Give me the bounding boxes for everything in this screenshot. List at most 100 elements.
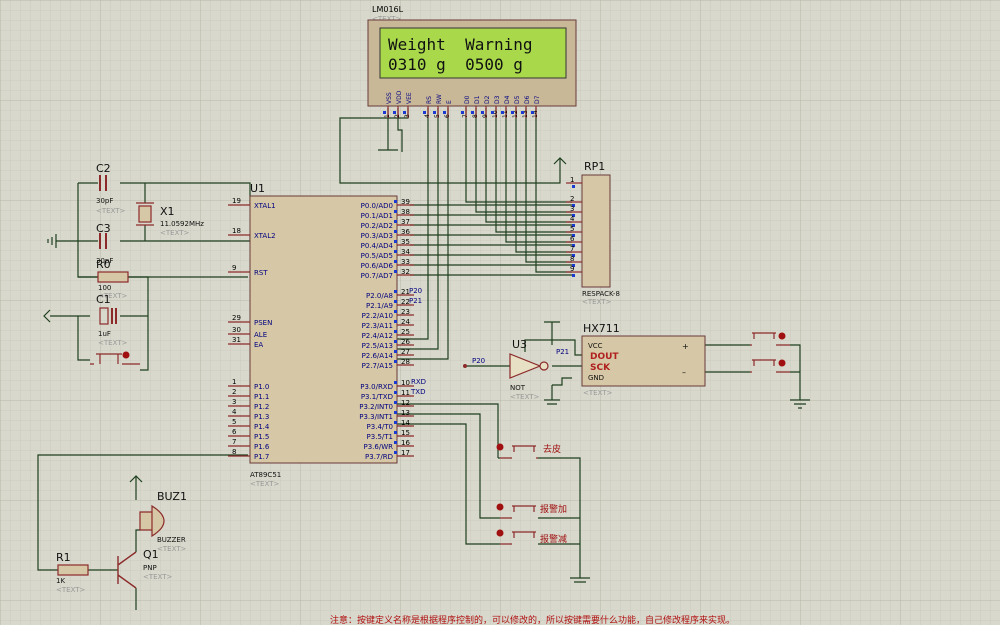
pin-marker [521,111,524,114]
crystal-plates [136,202,154,226]
mcu-pin-name: P1.7 [254,453,269,461]
mcu-pin-name: P2.4/A12 [362,332,393,340]
pin-marker [572,244,575,247]
junction-dot [463,364,467,368]
alarm-add-button[interactable]: 报警加 [496,503,568,519]
c1-ref: C1 [96,293,111,306]
lcd-pin-label: D7 [534,95,541,104]
c1-value: 1uF [98,330,111,338]
q1-ref: Q1 [143,548,159,561]
lcd-pin-label: RW [436,94,443,104]
lcd-pin-number: 5 [434,114,441,118]
alarm-add-knob[interactable] [496,503,504,511]
mcu-pin-number: 18 [232,227,241,235]
mcu-pin-name: P2.2/A10 [362,312,393,320]
pin-marker [572,254,575,257]
lcd-line2: 0310 g 0500 g [388,55,523,74]
pin-marker [491,111,494,114]
lcd-pin-number: 9 [482,114,489,118]
alarm-sub-button[interactable]: 报警减 [496,529,568,546]
hx711-module: HX711 VCC DOUT SCK GND + – <TEXT> [581,322,706,397]
lcd-pin-label: D3 [494,95,501,104]
pin-marker [394,350,397,353]
mcu-pin-name: P1.0 [254,383,269,391]
mcu-pin-name: RST [254,269,268,277]
resistor-r0 [97,271,129,283]
pin-marker [394,300,397,303]
mcu-left-pins: 19XTAL118XTAL29RST29PSEN30ALE31EA1P1.02P… [228,197,276,461]
mcu-pin-name: P0.4/AD4 [361,242,394,250]
buttons: 去皮 报警加 报警减 [496,332,790,546]
lcd-pin-number: 12 [512,110,519,118]
mcu-pin-name: P1.3 [254,413,269,421]
reset-button-knob [122,351,130,359]
r0-value: 100 [98,284,111,292]
q1-part: PNP [143,564,157,572]
pin-marker [572,204,575,207]
pin-marker [572,274,575,277]
mcu-pin-name: P3.6/WR [364,443,394,451]
hx711-minus-button[interactable] [750,359,790,373]
c2-text-tag: <TEXT> [96,207,126,215]
pin-marker [394,340,397,343]
mcu-pin-name: P3.5/T1 [367,433,393,441]
x1-text-tag: <TEXT> [160,229,190,237]
u3-text-tag: <TEXT> [510,393,540,401]
lcd-pin-number: 13 [522,110,529,118]
mcu-pin-number: 26 [401,338,410,346]
not-gate-bubble [539,361,549,371]
pin-marker [394,230,397,233]
hx711-minus: – [682,368,686,377]
transistor-q1 [117,551,137,589]
hx711-plus-button[interactable] [750,332,790,346]
tare-button-knob[interactable] [496,443,504,451]
r1-text-tag: <TEXT> [56,586,86,594]
pin-marker [572,234,575,237]
mcu-pin-number: 3 [232,398,236,406]
pin-marker [423,111,426,114]
not-gate-u3: U3 NOT <TEXT> P20 P21 [463,338,569,401]
lcd-pin-number: 2 [394,114,401,118]
ground-symbol-crystal [47,234,57,248]
net-label-rxd: RXD [411,378,426,386]
mcu-pin-number: 27 [401,348,410,356]
mcu-pin-name: P2.5/A13 [362,342,393,350]
c1-text-tag: <TEXT> [98,339,128,347]
capacitor-c1 [99,307,109,325]
pin-marker [394,290,397,293]
mcu-pin-number: 4 [232,408,237,416]
alarm-add-label: 报警加 [540,503,567,515]
rp1-pin-number: 4 [570,215,575,223]
buzzer-body [139,504,165,538]
mcu-pin-name: P3.2/INT0 [359,403,393,411]
alarm-sub-knob[interactable] [496,529,504,537]
tare-button[interactable]: 去皮 [496,443,562,459]
c2-value: 30pF [96,197,113,205]
lcd-pin-number: 14 [532,110,539,118]
net-label-txd: TXD [410,388,425,396]
mcu-pin-name: ALE [254,331,267,339]
mcu-pin-name: P2.0/A8 [366,292,393,300]
lcd-pin-number: 7 [462,114,469,118]
mcu-pin-name: P1.6 [254,443,270,451]
vcc-arrow-buzzer [129,475,143,488]
mcu-pin-name: P3.3/INT1 [359,413,393,421]
mcu-pin-number: 10 [401,379,410,387]
crystal-x1 [138,205,152,223]
mcu-pin-number: 14 [401,419,410,427]
mcu-pin-name: P1.5 [254,433,269,441]
mcu-pin-name: P0.5/AD5 [361,252,393,260]
mcu-pin-number: 7 [232,438,236,446]
mcu-pin-number: 35 [401,238,410,246]
pin-marker [481,111,484,114]
mcu-pin-number: 25 [401,328,410,336]
hx711-dout: DOUT [590,352,619,362]
rp1-pin-number: 1 [570,176,574,184]
mcu-pin-number: 2 [232,388,236,396]
hx711-sck: SCK [590,363,611,373]
mcu-pin-number: 17 [401,449,410,457]
vcc-arrow-c1 [43,309,60,323]
c3-value: 30pF [96,257,113,265]
pin-marker [572,185,575,188]
